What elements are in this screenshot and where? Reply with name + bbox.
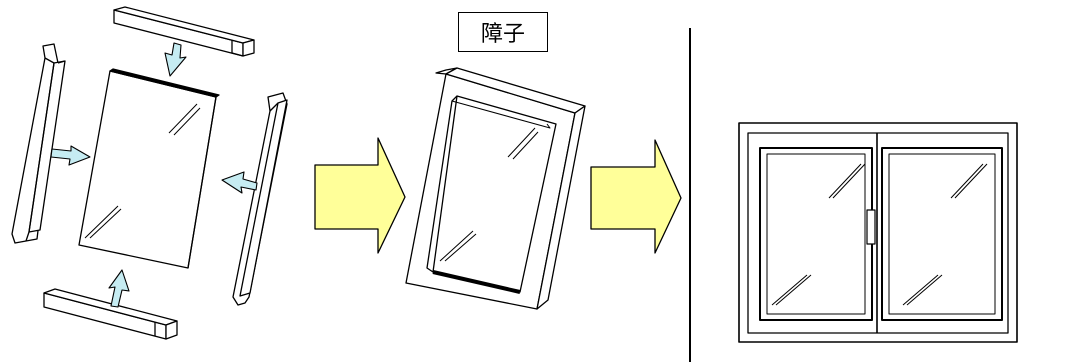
right-stile [232, 92, 288, 306]
bottom-rail [43, 288, 178, 340]
top-rail [113, 6, 255, 57]
left-stile [11, 43, 66, 244]
shoji-label: 障子 [458, 12, 548, 52]
sash-frame [405, 67, 586, 310]
sliding-window [738, 122, 1018, 343]
process-arrow-1 [314, 137, 406, 254]
glass-panel [78, 68, 220, 269]
arrow-right-icon [50, 145, 91, 166]
arrow-up-icon [108, 269, 130, 308]
arrow-down-icon [164, 42, 187, 77]
process-arrow-2 [590, 139, 682, 254]
arrow-left-icon [221, 171, 258, 194]
